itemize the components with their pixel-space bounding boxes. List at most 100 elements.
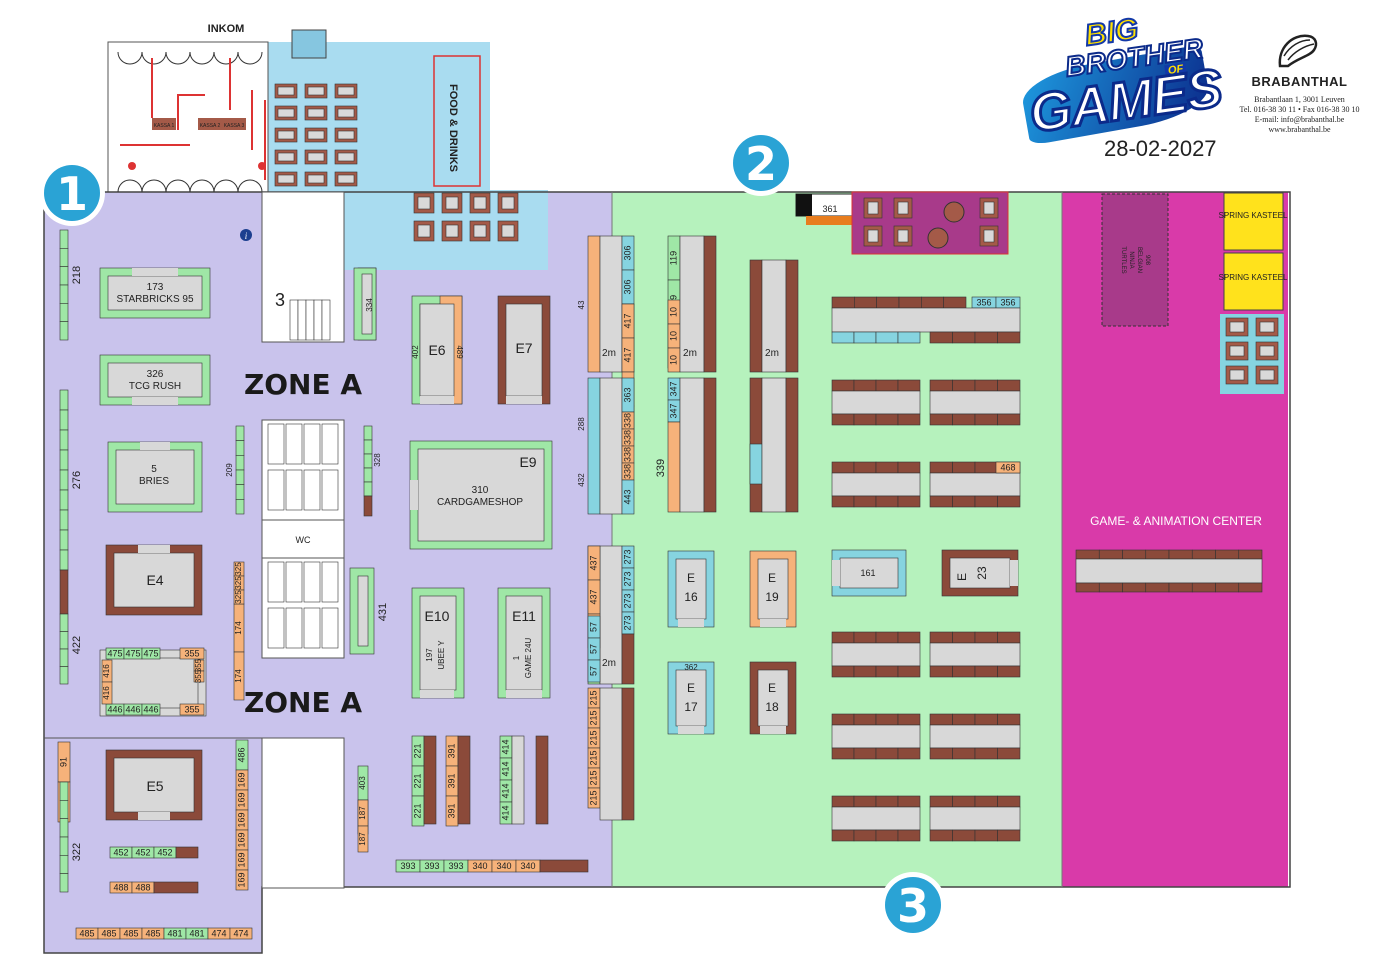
booth-col-grey bbox=[679, 235, 705, 373]
event-date: 28-02-2027 bbox=[1104, 136, 1217, 161]
booth-cell-empty bbox=[59, 836, 69, 856]
booth-cell-empty bbox=[997, 665, 1021, 678]
wall-labels: 218 276 422 322 209 328 431 334 43 288 4… bbox=[71, 266, 779, 861]
booth-cell-empty bbox=[59, 449, 69, 471]
island-e7-inner bbox=[505, 303, 543, 397]
booth-label-r417-0: 417 bbox=[622, 313, 632, 328]
booth-cell-brown bbox=[539, 859, 589, 873]
booth-col-grey bbox=[599, 377, 623, 515]
toilet-stall bbox=[267, 469, 285, 511]
venue-info: BRABANTHAL Brabantlaan 1, 3001 Leuven Te… bbox=[1222, 30, 1377, 135]
booth-cell-empty bbox=[875, 379, 899, 392]
wall-label-431: 431 bbox=[377, 603, 389, 621]
food-table-top bbox=[307, 108, 325, 118]
booth-cell-empty bbox=[876, 296, 900, 309]
venue-address: Brabantlaan 1, 3001 Leuven bbox=[1254, 95, 1345, 104]
booth-cell-empty bbox=[952, 795, 976, 808]
booth-cell-empty bbox=[1098, 549, 1123, 560]
booth-cell-empty bbox=[952, 713, 976, 726]
booth-cell-empty bbox=[921, 296, 944, 309]
booth-cell-empty bbox=[235, 499, 245, 515]
booth-aisle-grey bbox=[929, 724, 1021, 749]
booth-cell-empty bbox=[1191, 549, 1216, 560]
seating-table-top bbox=[1229, 369, 1245, 381]
booth-label-r393a-2: 393 bbox=[448, 861, 463, 871]
booth-label-r485a-2: 485 bbox=[123, 928, 138, 938]
booth-label-r475-1: 475 bbox=[125, 648, 140, 658]
island-e9-inner bbox=[417, 448, 545, 542]
food-table-top bbox=[473, 196, 487, 210]
booth-label-r273-3: 273 bbox=[622, 615, 632, 630]
entrance-label: INKOM bbox=[208, 23, 245, 35]
island-e11-inner bbox=[505, 595, 543, 691]
booth-cell-orange bbox=[667, 421, 681, 513]
booth-label-r355b-0: 355 bbox=[194, 658, 203, 672]
booth-cell-empty bbox=[1215, 582, 1240, 593]
booth-cell-empty bbox=[997, 331, 1021, 344]
booth-label-r475-2: 475 bbox=[143, 648, 158, 658]
booth-cell-empty bbox=[875, 713, 899, 726]
booth-label-r417-1: 417 bbox=[622, 347, 632, 362]
booth-label-r273-0: 273 bbox=[622, 549, 632, 564]
e6-booth-489: 489 bbox=[455, 345, 464, 359]
booth-label-r169-4: 169 bbox=[236, 852, 246, 867]
booth-label-r486-0: 486 bbox=[236, 747, 246, 762]
stair-step bbox=[313, 299, 323, 341]
booth-cell-empty bbox=[974, 495, 998, 508]
booth-cell-empty bbox=[997, 747, 1021, 760]
booth-cell-empty bbox=[831, 331, 855, 344]
booth-cell-empty bbox=[59, 613, 69, 632]
toilet-stall bbox=[321, 469, 339, 511]
booth-cell-empty bbox=[974, 795, 998, 808]
booth-cell bbox=[229, 927, 253, 940]
booth-cell-empty bbox=[59, 666, 69, 685]
booth-cell-empty bbox=[897, 379, 921, 392]
booth-label-r306-1: 306 bbox=[622, 279, 632, 294]
booth-cell-empty bbox=[875, 665, 899, 678]
e18-number: 18 bbox=[765, 700, 779, 714]
wall-label-209: 209 bbox=[225, 463, 234, 477]
booth-cell-empty bbox=[363, 439, 373, 455]
booth-label-r393a-0: 393 bbox=[400, 861, 415, 871]
booth-cell-empty bbox=[897, 331, 921, 344]
food-area bbox=[266, 42, 490, 192]
booth-cell-empty bbox=[997, 829, 1021, 842]
booth-cell-empty bbox=[235, 425, 245, 441]
gap-label-1: 2m bbox=[602, 348, 616, 359]
booth-label-r446-1: 446 bbox=[125, 704, 140, 714]
e19-letter: E bbox=[768, 571, 776, 585]
e23-letter: E bbox=[955, 573, 969, 581]
kitchen-block bbox=[291, 29, 327, 59]
booth-cell-empty bbox=[952, 665, 976, 678]
wc-label: WC bbox=[296, 535, 311, 545]
booth-aisle-grey bbox=[831, 724, 921, 749]
booth-cell-empty bbox=[943, 296, 967, 309]
booth-col-grey bbox=[761, 259, 787, 373]
booth-cell-empty bbox=[974, 413, 998, 426]
booth-label-r355b-1: 355 bbox=[194, 669, 203, 683]
island-opening bbox=[678, 619, 704, 627]
booth-label-r215a-0: 215 bbox=[588, 690, 598, 705]
booth-cell bbox=[233, 651, 245, 701]
wc-room bbox=[261, 519, 345, 559]
e16-number: 16 bbox=[684, 590, 698, 604]
e19-number: 19 bbox=[765, 590, 779, 604]
booth-cell-empty bbox=[898, 296, 922, 309]
cardgameshop-number: 310 bbox=[472, 485, 489, 496]
booth-cell-empty bbox=[854, 296, 877, 309]
booth-cell-empty bbox=[423, 735, 437, 825]
booth-cell-empty bbox=[929, 631, 953, 644]
food-table-top bbox=[277, 86, 295, 96]
booth-cell-empty bbox=[235, 440, 245, 456]
booth-cell-brown bbox=[59, 569, 69, 615]
booth-cell-empty bbox=[59, 631, 69, 650]
booth-cell-empty bbox=[59, 389, 69, 411]
booth-label-r338-1: 338 bbox=[622, 430, 632, 445]
booth-cell-empty bbox=[897, 747, 921, 760]
booth-label-r414-2: 414 bbox=[500, 783, 510, 798]
booth-cell bbox=[587, 235, 601, 373]
booth-label-r485c-1: 474 bbox=[233, 928, 248, 938]
booth-label-r485b-0: 481 bbox=[167, 928, 182, 938]
booth-cell-empty bbox=[831, 713, 855, 726]
food-table-top bbox=[307, 174, 325, 184]
